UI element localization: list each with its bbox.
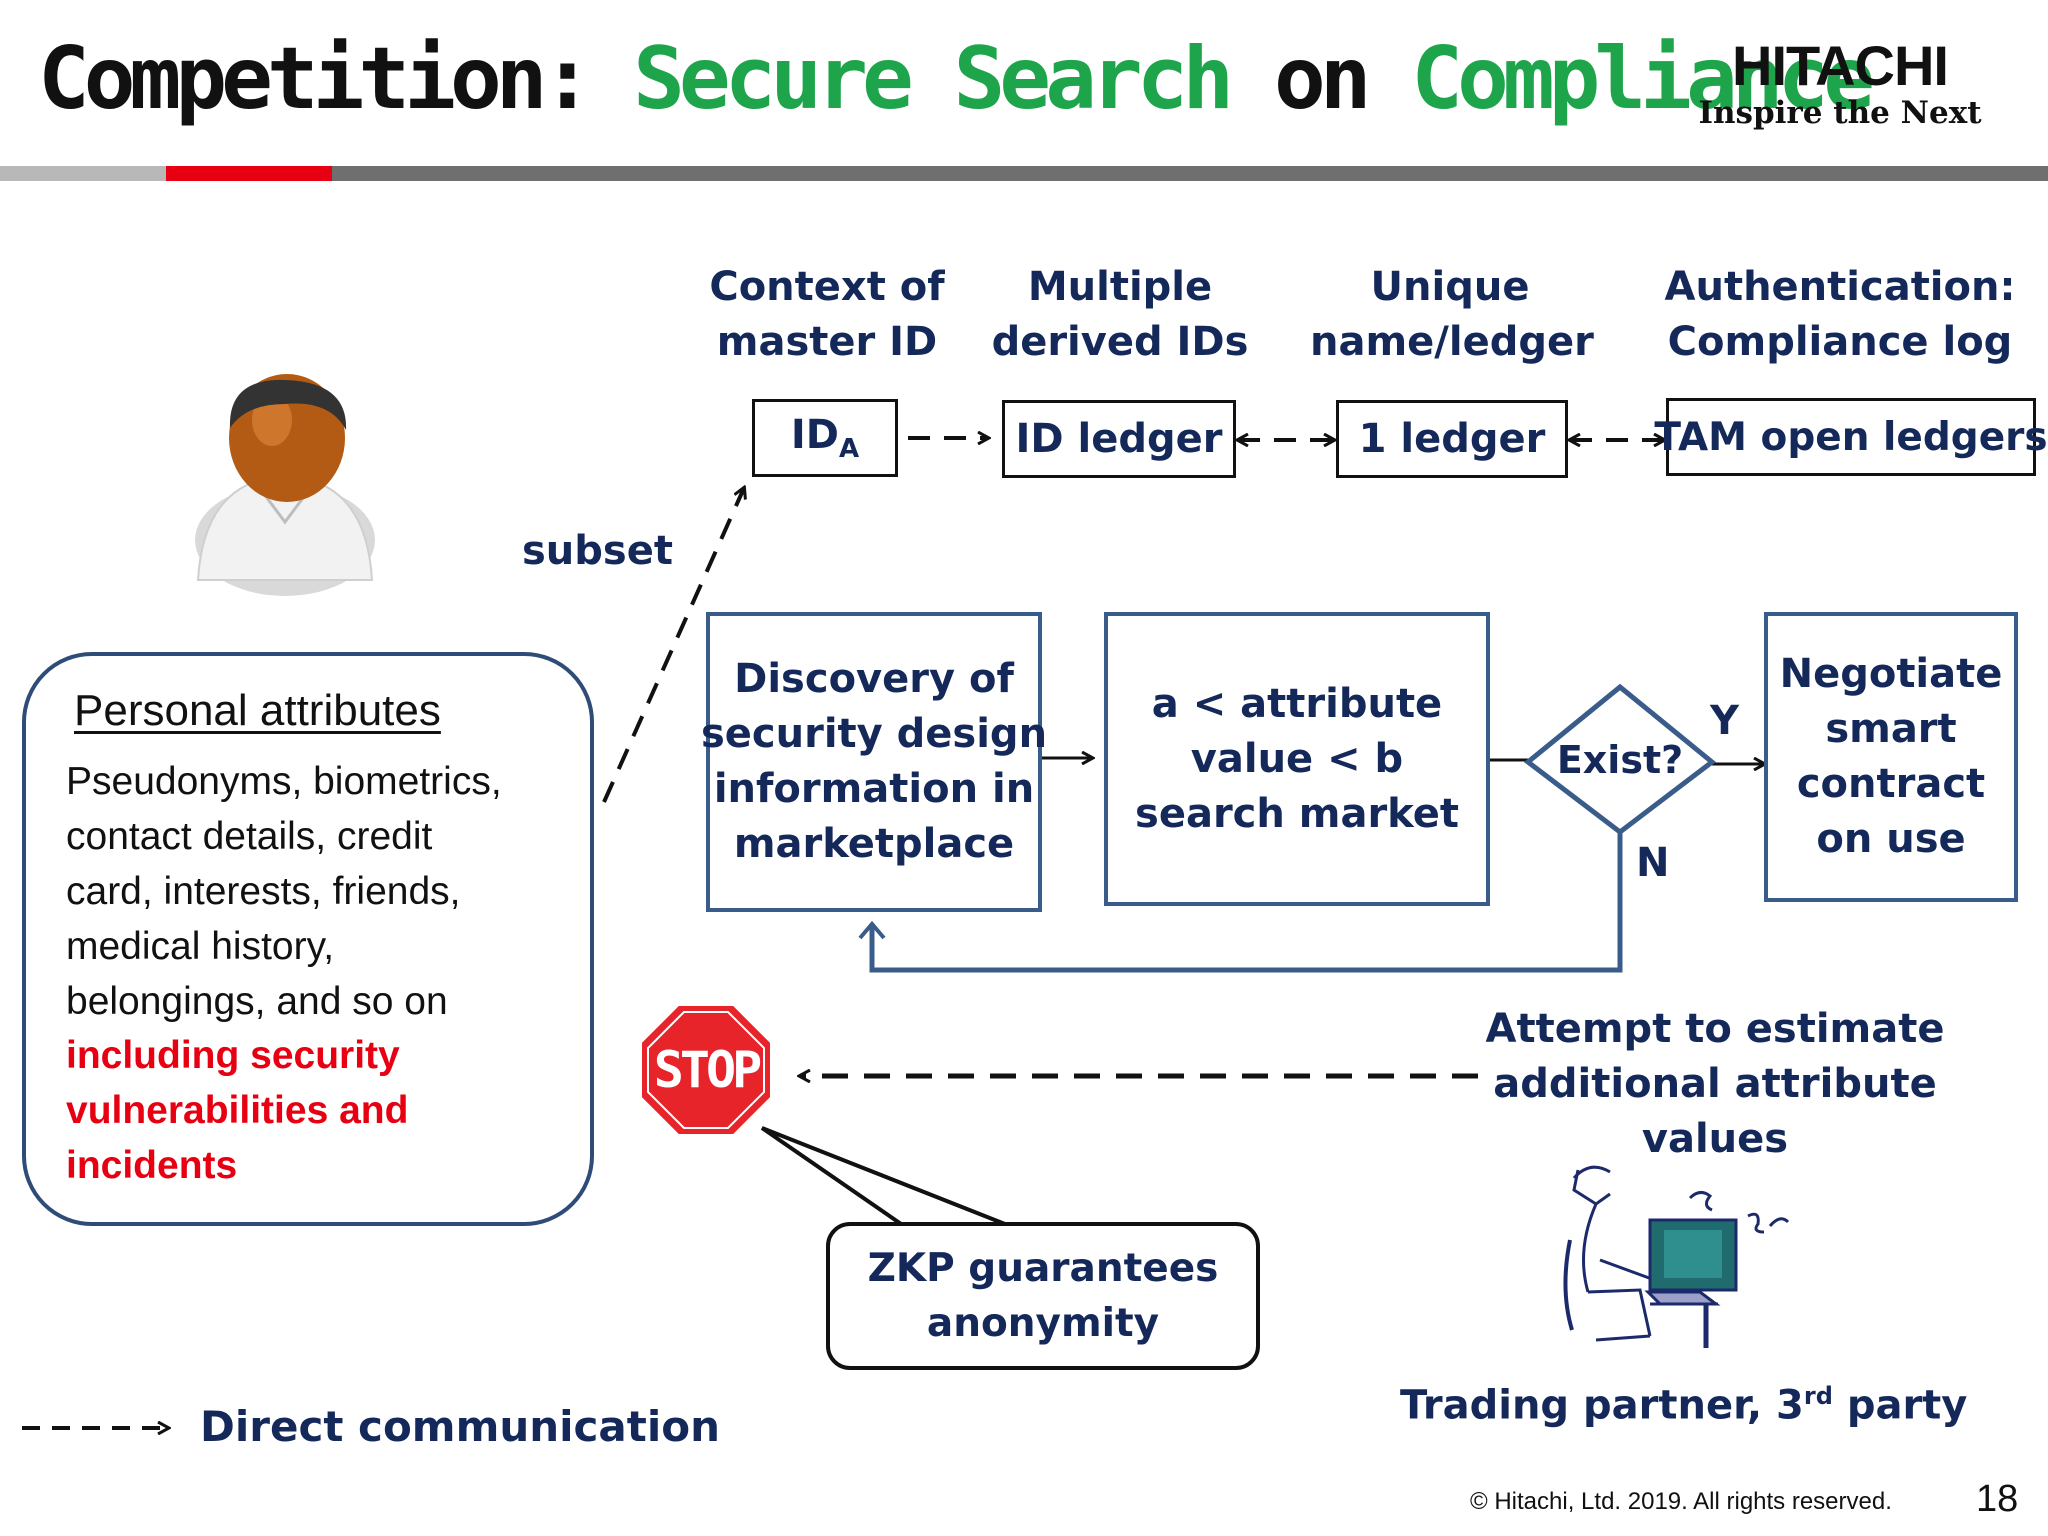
title-part-4: Compliance: [1411, 29, 1875, 129]
title-part-3: on: [1228, 29, 1412, 129]
subset-label: subset: [522, 528, 673, 574]
negotiate-line-4: on use: [1816, 816, 1966, 862]
col-head-auth-line2: Compliance log: [1667, 319, 2013, 365]
trading-partner-icon: [1563, 1165, 1790, 1348]
personal-line-2: contact details, credit: [66, 815, 433, 858]
highlight-line-1: including security: [66, 1034, 400, 1077]
zkp-line-1: ZKP guarantees: [867, 1246, 1219, 1291]
person-avatar-icon: [195, 374, 375, 596]
discovery-box: Discovery of security design information…: [701, 612, 1047, 912]
col-head-context: Context of master ID: [700, 260, 954, 370]
search-line-1: a < attribute: [1151, 680, 1443, 727]
personal-attributes-highlight: including security vulnerabilities and i…: [66, 1028, 586, 1193]
attempt-line-3: values: [1641, 1116, 1789, 1162]
ida-subscript: A: [838, 434, 860, 464]
hitachi-logo: HITACHI Inspire the Next: [1660, 38, 2020, 129]
personal-line-4: medical history,: [66, 925, 335, 968]
col-head-auth-line1: Authentication:: [1664, 264, 2016, 310]
attempt-line-2: additional attribute: [1493, 1061, 1937, 1107]
yes-label: Y: [1710, 698, 1739, 744]
personal-attributes-heading: Personal attributes: [74, 686, 441, 735]
zkp-callout-pointer: [760, 1126, 1011, 1228]
search-line-3: search market: [1135, 790, 1459, 837]
title-part-1: Competition:: [38, 29, 634, 129]
negotiate-line-2: smart: [1825, 706, 1957, 752]
title-part-2: Secure Search: [633, 29, 1234, 129]
logo-word: HITACHI: [1732, 34, 1949, 97]
exist-label: Exist?: [1556, 738, 1684, 782]
stop-sign-icon: [638, 1002, 774, 1138]
ida-box: IDA: [752, 399, 898, 477]
col-head-unique: Unique name/ledger: [1310, 260, 1594, 370]
highlight-line-3: incidents: [66, 1144, 238, 1187]
negotiate-box: Negotiate smart contract on use: [1764, 612, 2018, 902]
attempt-line-1: Attempt to estimate: [1485, 1006, 1945, 1052]
trading-main: Trading partner, 3: [1400, 1382, 1804, 1429]
header-bar: [0, 166, 2048, 181]
page-number: 18: [1976, 1478, 2019, 1520]
discovery-line-3: information in: [713, 766, 1035, 812]
personal-line-3: card, interests, friends,: [66, 870, 461, 913]
col-head-multiple-line1: Multiple: [1027, 264, 1213, 310]
discovery-line-2: security design: [700, 711, 1048, 757]
trading-partner-label: Trading partner, 3rd party: [1400, 1382, 1967, 1428]
personal-line-5: belongings, and so on: [66, 980, 448, 1023]
trading-sup: rd: [1803, 1382, 1833, 1410]
no-loop-line: [869, 832, 1623, 973]
legend-label: Direct communication: [200, 1402, 720, 1451]
logo-tagline: Inspire the Next: [1698, 95, 1982, 131]
copyright: © Hitachi, Ltd. 2019. All rights reserve…: [1470, 1488, 1892, 1515]
col-head-unique-line2: name/ledger: [1310, 319, 1594, 365]
zkp-callout: ZKP guarantees anonymity: [826, 1222, 1260, 1370]
no-label: N: [1636, 840, 1670, 886]
zkp-line-2: anonymity: [926, 1301, 1160, 1346]
col-head-context-line2: master ID: [716, 319, 938, 365]
tam-ledgers-label: TAM open ledgers: [1654, 414, 2048, 460]
highlight-line-2: vulnerabilities and: [66, 1089, 409, 1132]
id-ledger-label: ID ledger: [1015, 415, 1223, 462]
attempt-text: Attempt to estimate additional attribute…: [1480, 1002, 1950, 1167]
personal-attributes-box: Personal attributes Pseudonyms, biometri…: [22, 652, 594, 1226]
header-bar-red-segment: [166, 166, 332, 181]
personal-attributes-list: Pseudonyms, biometrics, contact details,…: [66, 754, 586, 1029]
page-title: Competition: Secure Search on Compliance: [38, 36, 1875, 122]
col-head-unique-line1: Unique: [1370, 264, 1530, 310]
discovery-line-1: Discovery of: [734, 656, 1014, 702]
stop-text: STOP: [653, 1041, 762, 1099]
discovery-line-4: marketplace: [733, 821, 1015, 867]
negotiate-line-1: Negotiate: [1779, 651, 2003, 697]
col-head-auth: Authentication: Compliance log: [1660, 260, 2020, 370]
one-ledger-box: 1 ledger: [1336, 400, 1568, 478]
header-bar-grey-segment: [0, 166, 166, 181]
negotiate-line-3: contract: [1796, 761, 1986, 807]
one-ledger-label: 1 ledger: [1358, 415, 1546, 462]
search-market-box: a < attribute value < b search market: [1104, 612, 1490, 906]
no-loop-arrowhead: [858, 920, 886, 940]
col-head-multiple-line2: derived IDs: [991, 319, 1249, 365]
col-head-multiple: Multiple derived IDs: [990, 260, 1250, 370]
ida-label: ID: [790, 412, 839, 458]
id-ledger-box: ID ledger: [1002, 400, 1236, 478]
search-line-2: value < b: [1190, 735, 1404, 782]
trading-tail: party: [1832, 1382, 1968, 1429]
col-head-context-line1: Context of: [709, 264, 945, 310]
tam-ledgers-box: TAM open ledgers: [1654, 398, 2048, 476]
personal-line-1: Pseudonyms, biometrics,: [66, 760, 502, 803]
arrow-subset: [602, 488, 744, 803]
